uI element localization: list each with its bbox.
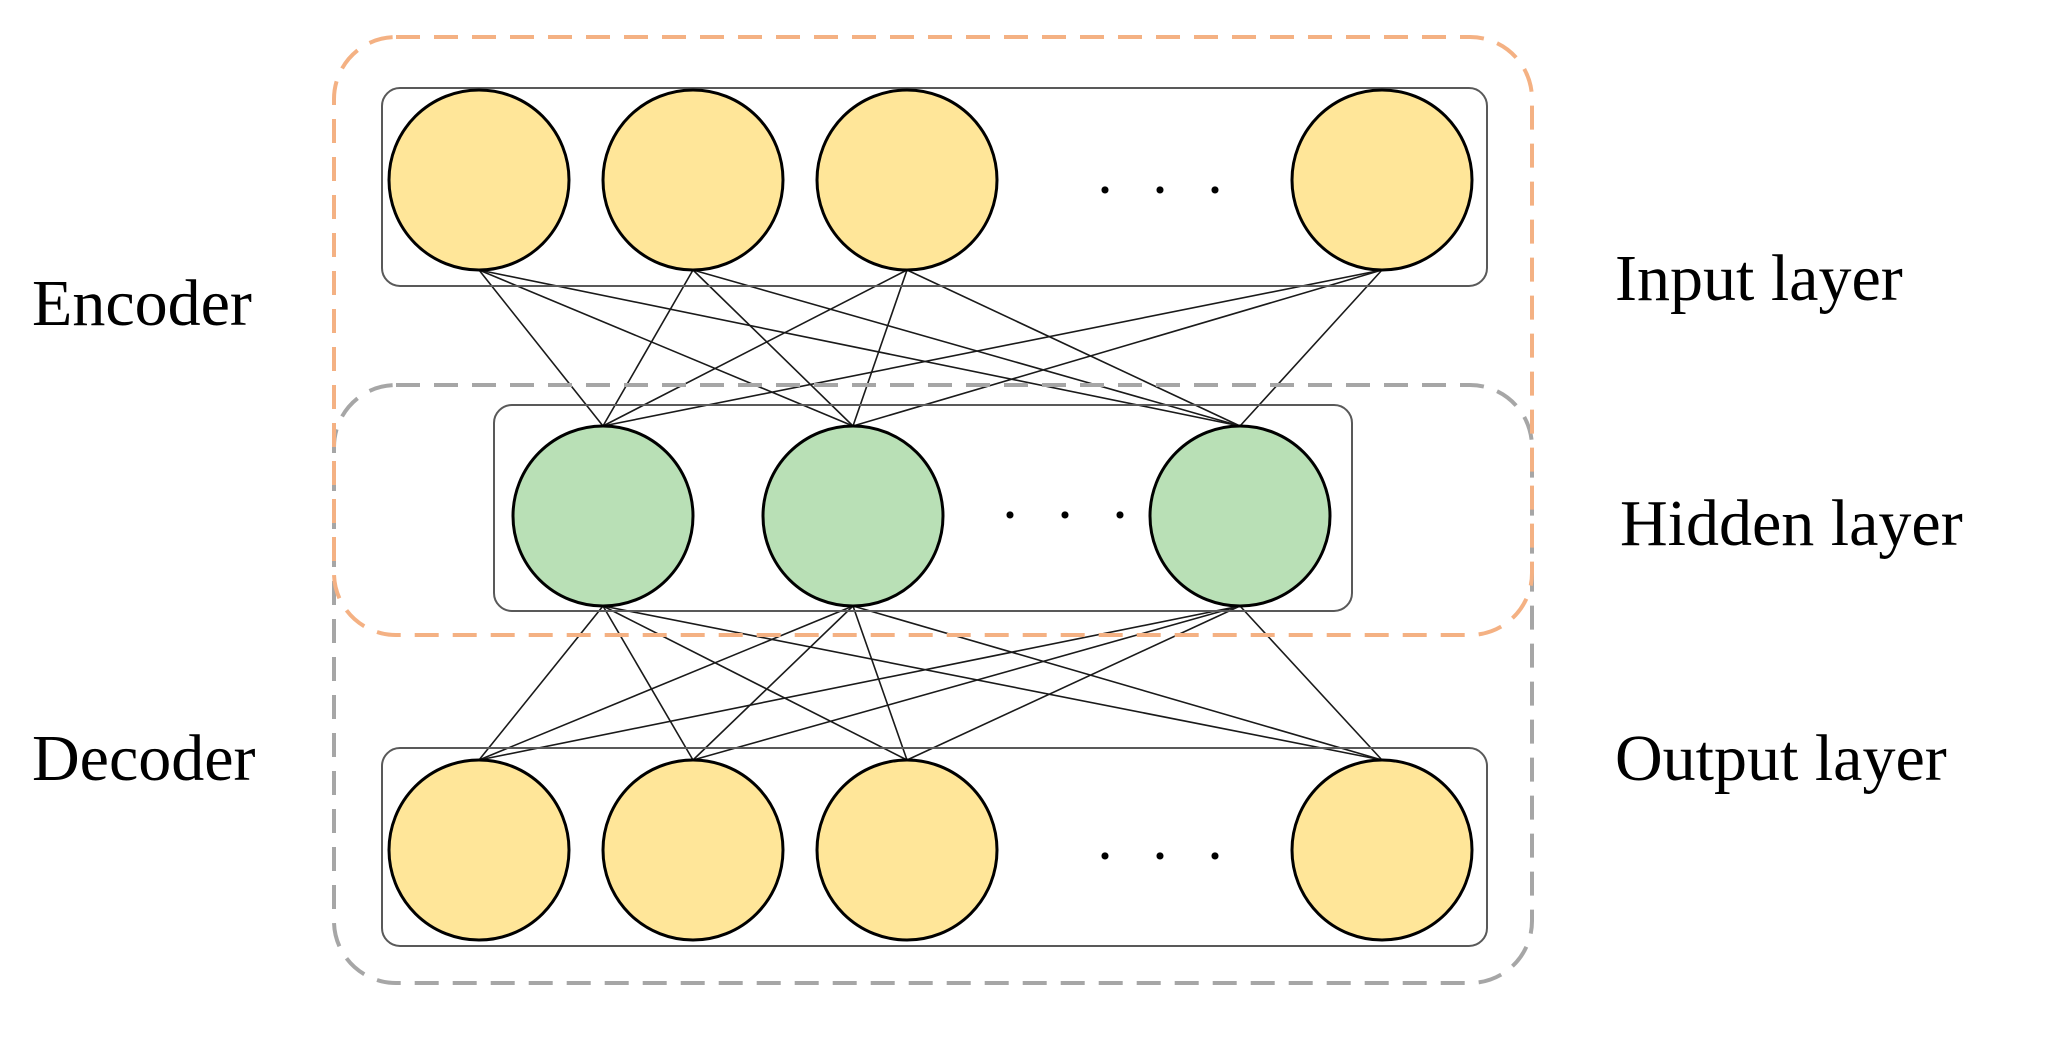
hidden-layer-box [493,404,1353,612]
hidden-layer-nodes [511,424,1332,608]
input-node [387,88,571,272]
decoder-connection [692,605,1241,761]
decoder-boundary [332,383,1534,985]
hidden-layer-label: Hidden layer [1620,487,1963,560]
encoder-connection [478,269,1241,427]
decoder-connection [602,605,694,761]
decoder-connection [478,605,854,761]
encoder-boundary [332,35,1534,637]
input-node [815,88,999,272]
hidden-node [511,424,695,608]
encoder-connection [692,269,1241,427]
decoder-connection [602,605,1383,761]
decoder-connection [852,605,1383,761]
hidden-node [1148,424,1332,608]
input-layer-nodes [387,88,1474,272]
output-layer-nodes [387,758,1474,942]
decoder-connection [602,605,908,761]
decoder-connection [1239,605,1383,761]
encoder-connection [852,269,908,427]
encoder-connection [478,269,604,427]
output-node [601,758,785,942]
output-layer-ellipsis: · · · [1095,823,1235,889]
encoder-connection [906,269,1241,427]
encoder-connection [692,269,854,427]
decoder-connection [906,605,1241,761]
input-layer-box [381,87,1488,287]
decoder-connection [692,605,854,761]
encoder-connection [602,269,908,427]
encoder-connection [852,269,1383,427]
input-node [601,88,785,272]
output-layer-label: Output layer [1615,722,1947,795]
encoder-connection [602,269,1383,427]
decoder-connection [852,605,908,761]
input-node [1290,88,1474,272]
input-layer-ellipsis: · · · [1095,157,1235,223]
encoder-connection [478,269,854,427]
encoder-label: Encoder [32,267,252,340]
encoder-connection [602,269,694,427]
output-node [1290,758,1474,942]
hidden-layer-ellipsis: · · · [1000,482,1140,548]
hidden-node [761,424,945,608]
output-node [387,758,571,942]
decoder-connection [478,605,604,761]
input-layer-label: Input layer [1615,242,1903,315]
output-node [815,758,999,942]
output-layer-box [381,747,1488,947]
connection-lines [478,269,1383,761]
decoder-label: Decoder [32,722,256,795]
decoder-connection [478,605,1241,761]
encoder-connection [1239,269,1383,427]
